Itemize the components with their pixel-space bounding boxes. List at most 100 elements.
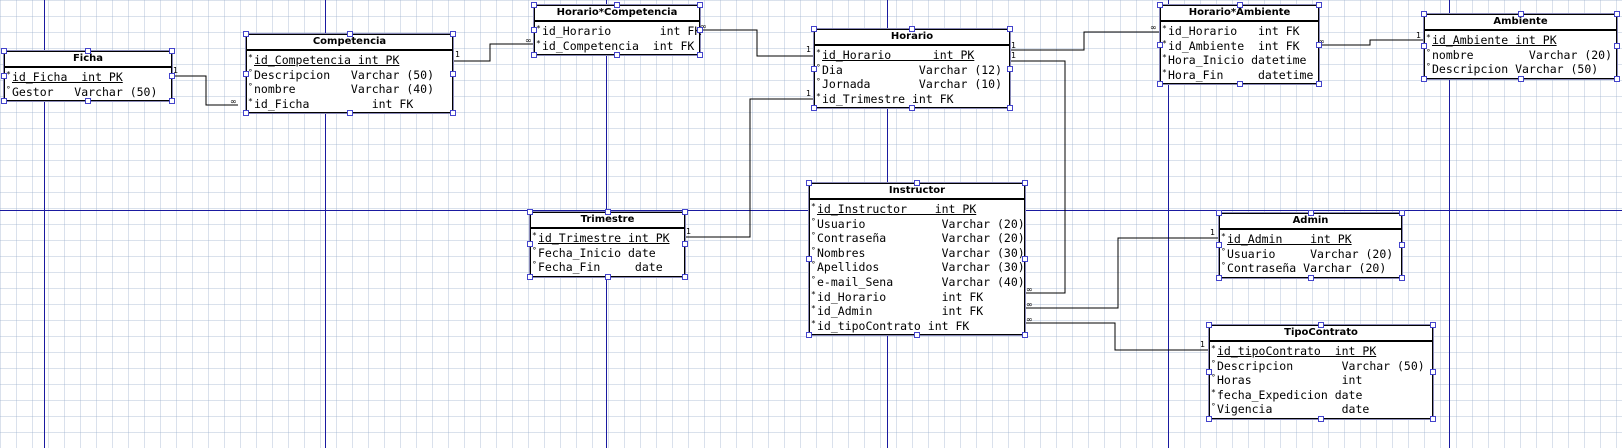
selection-handle[interactable] <box>1157 81 1163 88</box>
entity-ambiente[interactable]: Ambiente *id_Ambiente int PK °nombre Var… <box>1421 11 1620 82</box>
selection-handle[interactable] <box>682 241 688 248</box>
rel-ambiente-horarioambiente[interactable] <box>1318 39 1423 46</box>
selection-handle[interactable] <box>1430 368 1436 375</box>
attribute-row[interactable]: °Usuario Varchar (20) <box>1220 247 1401 262</box>
selection-handle[interactable] <box>527 273 533 280</box>
attribute-row[interactable]: °Nombres Varchar (30) <box>810 246 1025 261</box>
selection-handle[interactable] <box>1421 75 1427 82</box>
entity-admin[interactable]: Admin *id_Admin int PK °Usuario Varchar … <box>1216 210 1405 281</box>
attribute-row[interactable]: *id_Admin int FK <box>810 304 1024 319</box>
attribute-row[interactable]: °Dia Varchar (12) <box>815 63 1009 78</box>
selection-handle[interactable] <box>1236 81 1243 88</box>
attribute-row[interactable]: *id_Ficha int FK <box>247 97 452 112</box>
attribute-row[interactable]: °Contraseña Varchar (20) <box>1220 261 1401 276</box>
selection-handle[interactable] <box>346 110 353 117</box>
selection-handle[interactable] <box>697 27 703 34</box>
selection-handle[interactable] <box>1399 210 1405 216</box>
selection-handle[interactable] <box>1007 105 1013 112</box>
selection-handle[interactable] <box>450 110 456 117</box>
selection-handle[interactable] <box>914 332 920 339</box>
selection-handle[interactable] <box>531 52 537 59</box>
attribute-row[interactable]: *id_Horario int FK <box>810 290 1024 305</box>
selection-handle[interactable] <box>1421 11 1427 17</box>
selection-handle[interactable] <box>811 26 817 32</box>
selection-handle[interactable] <box>169 48 175 54</box>
attribute-row[interactable]: *id_Competencia int PK <box>247 53 452 68</box>
selection-handle[interactable] <box>1 73 7 80</box>
selection-handle[interactable] <box>697 52 703 59</box>
attribute-row[interactable]: °Fecha_Fin date <box>531 260 684 275</box>
rel-tipocontrato-instructor[interactable] <box>1024 322 1208 351</box>
rel-ficha-competencia[interactable] <box>171 75 238 106</box>
selection-handle[interactable] <box>450 70 456 77</box>
attribute-row[interactable]: °Descripcion Varchar (50) <box>247 68 452 83</box>
selection-handle[interactable] <box>604 209 611 215</box>
attribute-row[interactable]: °e-mail_Sena Varchar (40) <box>810 275 1025 290</box>
selection-handle[interactable] <box>1316 41 1322 48</box>
selection-handle[interactable] <box>1157 41 1163 48</box>
attribute-row[interactable]: °nombre Varchar (20) <box>1425 48 1616 63</box>
selection-handle[interactable] <box>243 31 249 37</box>
attribute-row[interactable]: *id_tipoContrato int FK <box>810 319 1024 334</box>
selection-handle[interactable] <box>346 31 353 37</box>
attribute-row[interactable]: *id_Trimestre int FK <box>815 92 1009 107</box>
attribute-row[interactable]: *id_Competencia int FK <box>535 39 699 54</box>
attribute-row[interactable]: °Gestor Varchar (50) <box>5 85 171 100</box>
attribute-row[interactable]: °Vigencia date <box>1210 402 1432 417</box>
selection-handle[interactable] <box>909 105 915 112</box>
selection-handle[interactable] <box>1399 274 1405 281</box>
selection-handle[interactable] <box>1206 368 1212 375</box>
selection-handle[interactable] <box>811 105 817 112</box>
selection-handle[interactable] <box>243 70 249 77</box>
attribute-row[interactable]: °nombre Varchar (40) <box>247 82 452 97</box>
entity-trimestre[interactable]: Trimestre *id_Trimestre int PK °Fecha_In… <box>527 209 688 280</box>
rel-horario-horarioambiente[interactable] <box>1009 31 1159 51</box>
entity-tipocontrato[interactable]: TipoContrato *id_tipoContrato int PK °De… <box>1206 322 1436 422</box>
selection-handle[interactable] <box>1614 43 1620 50</box>
selection-handle[interactable] <box>1216 242 1222 249</box>
selection-handle[interactable] <box>682 273 688 280</box>
attribute-row[interactable]: °Jornada Varchar (10) <box>815 77 1009 92</box>
entity-horario[interactable]: Horario *id_Horario int PK °Dia Varchar … <box>811 26 1013 112</box>
selection-handle[interactable] <box>697 2 703 8</box>
selection-handle[interactable] <box>604 273 611 280</box>
entity-horario-competencia[interactable]: Horario*Competencia *id_Horario int FK *… <box>531 2 703 59</box>
selection-handle[interactable] <box>1307 274 1314 281</box>
selection-handle[interactable] <box>914 180 920 186</box>
selection-handle[interactable] <box>806 332 812 339</box>
selection-handle[interactable] <box>85 98 91 105</box>
selection-handle[interactable] <box>1206 322 1212 328</box>
entity-instructor[interactable]: Instructor *id_Instructor int PK °Usuari… <box>806 180 1028 339</box>
attribute-row[interactable]: *id_Instructor int PK <box>810 202 1024 217</box>
rel-horario-instructor[interactable] <box>1009 60 1066 294</box>
selection-handle[interactable] <box>1157 2 1163 8</box>
selection-handle[interactable] <box>806 256 812 263</box>
selection-handle[interactable] <box>806 180 812 186</box>
selection-handle[interactable] <box>1022 332 1028 339</box>
attribute-row[interactable]: *fecha_Expedicion date <box>1210 388 1432 403</box>
attribute-row[interactable]: *id_Horario int PK <box>815 48 1009 63</box>
selection-handle[interactable] <box>1318 322 1324 328</box>
selection-handle[interactable] <box>527 241 533 248</box>
selection-handle[interactable] <box>1206 415 1212 422</box>
selection-handle[interactable] <box>909 26 915 32</box>
attribute-row[interactable]: °Descripcion Varchar (50) <box>1210 359 1432 374</box>
selection-handle[interactable] <box>1430 415 1436 422</box>
selection-handle[interactable] <box>531 27 537 34</box>
attribute-row[interactable]: °Horas int <box>1210 373 1432 388</box>
selection-handle[interactable] <box>1614 75 1620 82</box>
selection-handle[interactable] <box>450 31 456 37</box>
selection-handle[interactable] <box>682 209 688 215</box>
selection-handle[interactable] <box>531 2 537 8</box>
selection-handle[interactable] <box>169 98 175 105</box>
selection-handle[interactable] <box>1430 322 1436 328</box>
rel-trimestre-horario[interactable] <box>684 98 814 238</box>
selection-handle[interactable] <box>1216 210 1222 216</box>
selection-handle[interactable] <box>1517 75 1524 82</box>
rel-horario-horariocompetencia[interactable] <box>699 29 814 57</box>
selection-handle[interactable] <box>169 73 175 80</box>
entity-ficha[interactable]: Ficha *id_Ficha int PK °Gestor Varchar (… <box>1 48 175 105</box>
selection-handle[interactable] <box>243 110 249 117</box>
selection-handle[interactable] <box>1216 274 1222 281</box>
attribute-row[interactable]: *id_Horario int FK <box>1161 24 1318 39</box>
